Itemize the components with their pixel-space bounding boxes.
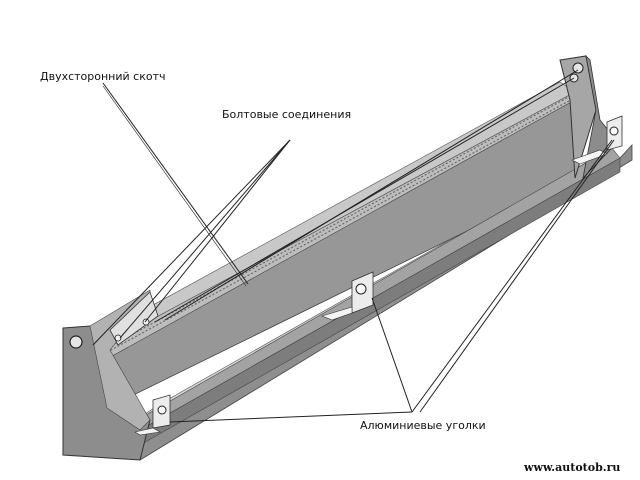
left-end-hole (69, 335, 83, 349)
right-end-hole-a (572, 62, 584, 74)
aluminum-corner-1 (134, 394, 171, 436)
leader-tape-2 (102, 85, 247, 287)
label-bolt-connections: Болтовые соединения (222, 108, 352, 121)
right-end-plate (559, 55, 597, 179)
leader-tape (102, 82, 249, 285)
label-double-sided-tape: Двухсторонний скотч (40, 70, 166, 83)
left-bolt-2 (142, 318, 150, 326)
tape-texture (97, 92, 579, 357)
label-aluminum-corners: Алюминиевые уголки (360, 419, 486, 432)
watermark: www.autotob.ru (524, 461, 621, 474)
leader-corners (169, 139, 615, 423)
left-bolt-1 (114, 334, 122, 342)
aluminum-corner-2 (321, 271, 374, 321)
leader-bolts (92, 69, 579, 346)
